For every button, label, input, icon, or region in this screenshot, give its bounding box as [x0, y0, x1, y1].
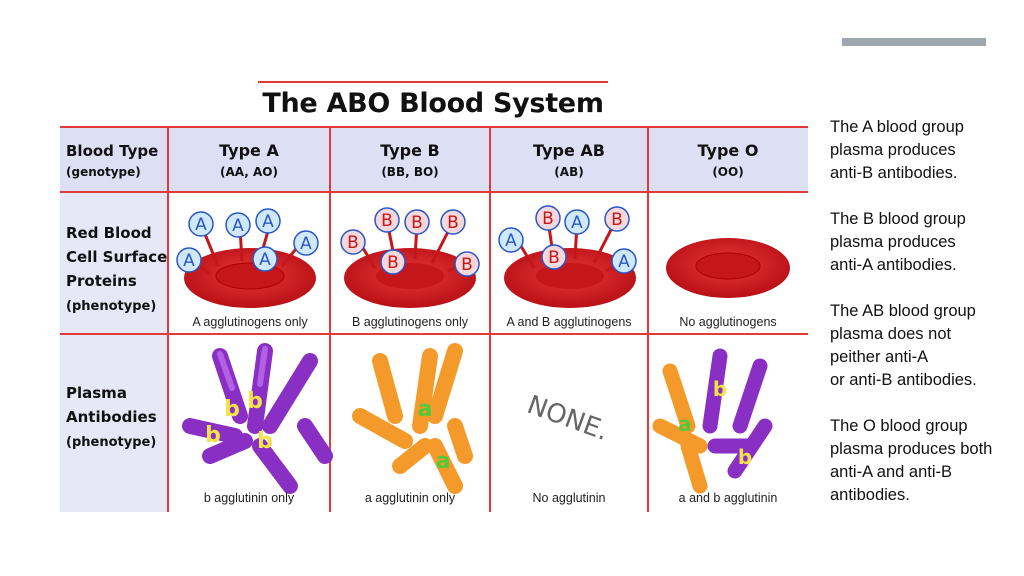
antigen-b-letter: B: [461, 255, 473, 275]
antibody-b-letter: b: [205, 423, 221, 448]
plasma-label-1: Plasma: [66, 384, 127, 402]
note-line: anti-A and anti-B: [830, 463, 952, 481]
antigen-b-letter: B: [347, 233, 359, 253]
antibody-b-letter: b: [713, 377, 727, 401]
antigen-a-letter: A: [259, 250, 271, 270]
note-group-b: The B blood group plasma produces anti-A…: [830, 208, 1022, 277]
rbc-label-4: (phenotype): [66, 299, 156, 314]
antigen-a-letter: A: [195, 215, 207, 235]
note-line: anti-B antibodies.: [830, 164, 958, 182]
grid-lines: [60, 126, 808, 512]
note-line: The AB blood group: [830, 302, 976, 320]
antigen-a-letter: A: [618, 252, 630, 272]
rbc-caption-o: No agglutinogens: [679, 315, 776, 329]
plasma-label-3: (phenotype): [66, 435, 156, 450]
header-row-bg: [60, 126, 808, 192]
col-type-a: Type A: [219, 141, 279, 160]
rbc-type-b: B B B B B B: [340, 207, 480, 308]
antibody-b-letter: b: [224, 397, 240, 422]
antibody-a-letter: a: [436, 449, 451, 474]
title-rule: [258, 81, 608, 83]
col-genotype-a: (AA, AO): [220, 165, 278, 179]
rbc-label-1: Red Blood: [66, 224, 152, 242]
antigen-a-letter: A: [571, 213, 583, 233]
plasma-caption-b: a agglutinin only: [365, 491, 456, 505]
note-line: plasma does not: [830, 325, 952, 343]
antibody-b-letter: b: [247, 389, 263, 414]
rbc-caption-ab: A and B agglutinogens: [506, 315, 631, 329]
plasma-caption-a: b agglutinin only: [204, 491, 295, 505]
antigen-b-letter: B: [548, 248, 560, 268]
note-line: peither anti-A: [830, 348, 929, 366]
antigen-b-letter: B: [411, 213, 423, 233]
antibody-anti-a: a a: [352, 343, 473, 494]
col-genotype-ab: (AB): [554, 165, 583, 179]
note-line: anti-A antibodies.: [830, 256, 957, 274]
antibody-a-letter: a: [418, 397, 433, 422]
antibody-a-letter: a: [678, 412, 692, 436]
note-group-a: The A blood group plasma produces anti-B…: [830, 116, 1022, 185]
antigen-b-letter: B: [387, 253, 399, 273]
col-type-o: Type O: [698, 141, 759, 160]
rbc-label-2: Cell Surface: [66, 248, 167, 266]
rbc-type-ab: A B A B A B: [498, 205, 637, 308]
rbc-label-3: Proteins: [66, 272, 137, 290]
note-line: plasma produces: [830, 141, 956, 159]
rbc-caption-a: A agglutinogens only: [192, 315, 308, 329]
slide-title: The ABO Blood System: [262, 88, 604, 119]
antibody-anti-b: b b b b: [182, 343, 333, 494]
antigen-b-letter: B: [447, 213, 459, 233]
note-line: The A blood group: [830, 118, 964, 136]
plasma-caption-ab: No agglutinin: [533, 491, 606, 505]
antigen-b-letter: B: [542, 209, 554, 229]
antigen-a-letter: A: [300, 234, 312, 254]
antigen-a-letter: A: [505, 231, 517, 251]
note-line: antibodies.: [830, 486, 910, 504]
rbc-type-o: [666, 238, 790, 298]
genotype-label: (genotype): [66, 165, 141, 179]
antigen-a-letter: A: [262, 212, 274, 232]
col-genotype-o: (OO): [712, 165, 743, 179]
rbc-caption-b: B agglutinogens only: [352, 315, 469, 329]
note-line: or anti-B antibodies.: [830, 371, 977, 389]
blood-type-label: Blood Type: [66, 142, 158, 160]
antibody-b-letter: b: [257, 429, 273, 454]
note-group-o: The O blood group plasma produces both a…: [830, 415, 1022, 507]
note-group-ab: The AB blood group plasma does not peith…: [830, 300, 1022, 392]
note-line: plasma produces both: [830, 440, 993, 458]
side-notes: The A blood group plasma produces anti-B…: [830, 116, 1022, 530]
antigen-a-letter: A: [232, 216, 244, 236]
rbc-type-a: A A A A A A: [176, 208, 319, 308]
label-col-bg: [60, 192, 168, 512]
antigen-b-letter: B: [381, 211, 393, 231]
antibody-b-letter: b: [738, 445, 752, 469]
note-line: The B blood group: [830, 210, 966, 228]
col-type-b: Type B: [380, 141, 440, 160]
antigen-b-letter: B: [611, 210, 623, 230]
antigen-a-letter: A: [183, 251, 195, 271]
accent-bar: [842, 38, 986, 46]
col-genotype-b: (BB, BO): [381, 165, 438, 179]
col-type-ab: Type AB: [533, 141, 605, 160]
note-line: The O blood group: [830, 417, 968, 435]
plasma-label-2: Antibodies: [66, 408, 157, 426]
plasma-caption-o: a and b agglutinin: [679, 491, 778, 505]
abo-table: Blood Type (genotype) Type A (AA, AO) Ty…: [60, 126, 808, 512]
antibody-both: a b b: [652, 348, 773, 494]
note-line: plasma produces: [830, 233, 956, 251]
